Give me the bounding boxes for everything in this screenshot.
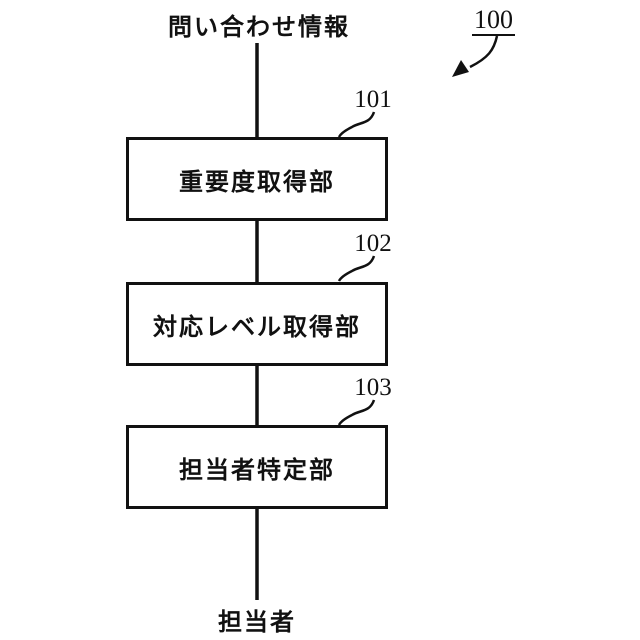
block-103: 担当者特定部 xyxy=(126,425,388,509)
input-label: 問い合わせ情報 xyxy=(168,13,350,41)
block-102: 対応レベル取得部 xyxy=(126,282,388,366)
ref-number-102: 102 xyxy=(354,230,392,257)
block-103-label: 担当者特定部 xyxy=(179,455,335,484)
block-102-label: 対応レベル取得部 xyxy=(153,312,361,341)
figure-ref-arrowhead-icon xyxy=(452,60,469,77)
leader-line-101 xyxy=(337,111,376,138)
figure-ref-arrow-shaft xyxy=(469,35,499,69)
leader-line-102 xyxy=(337,255,376,282)
output-label: 担当者 xyxy=(218,608,296,636)
leader-line-103 xyxy=(337,399,376,426)
figure-ref-number: 100 xyxy=(472,6,515,37)
block-101: 重要度取得部 xyxy=(126,137,388,221)
ref-number-103: 103 xyxy=(354,374,392,401)
ref-number-101: 101 xyxy=(354,86,392,113)
block-101-label: 重要度取得部 xyxy=(179,167,335,196)
